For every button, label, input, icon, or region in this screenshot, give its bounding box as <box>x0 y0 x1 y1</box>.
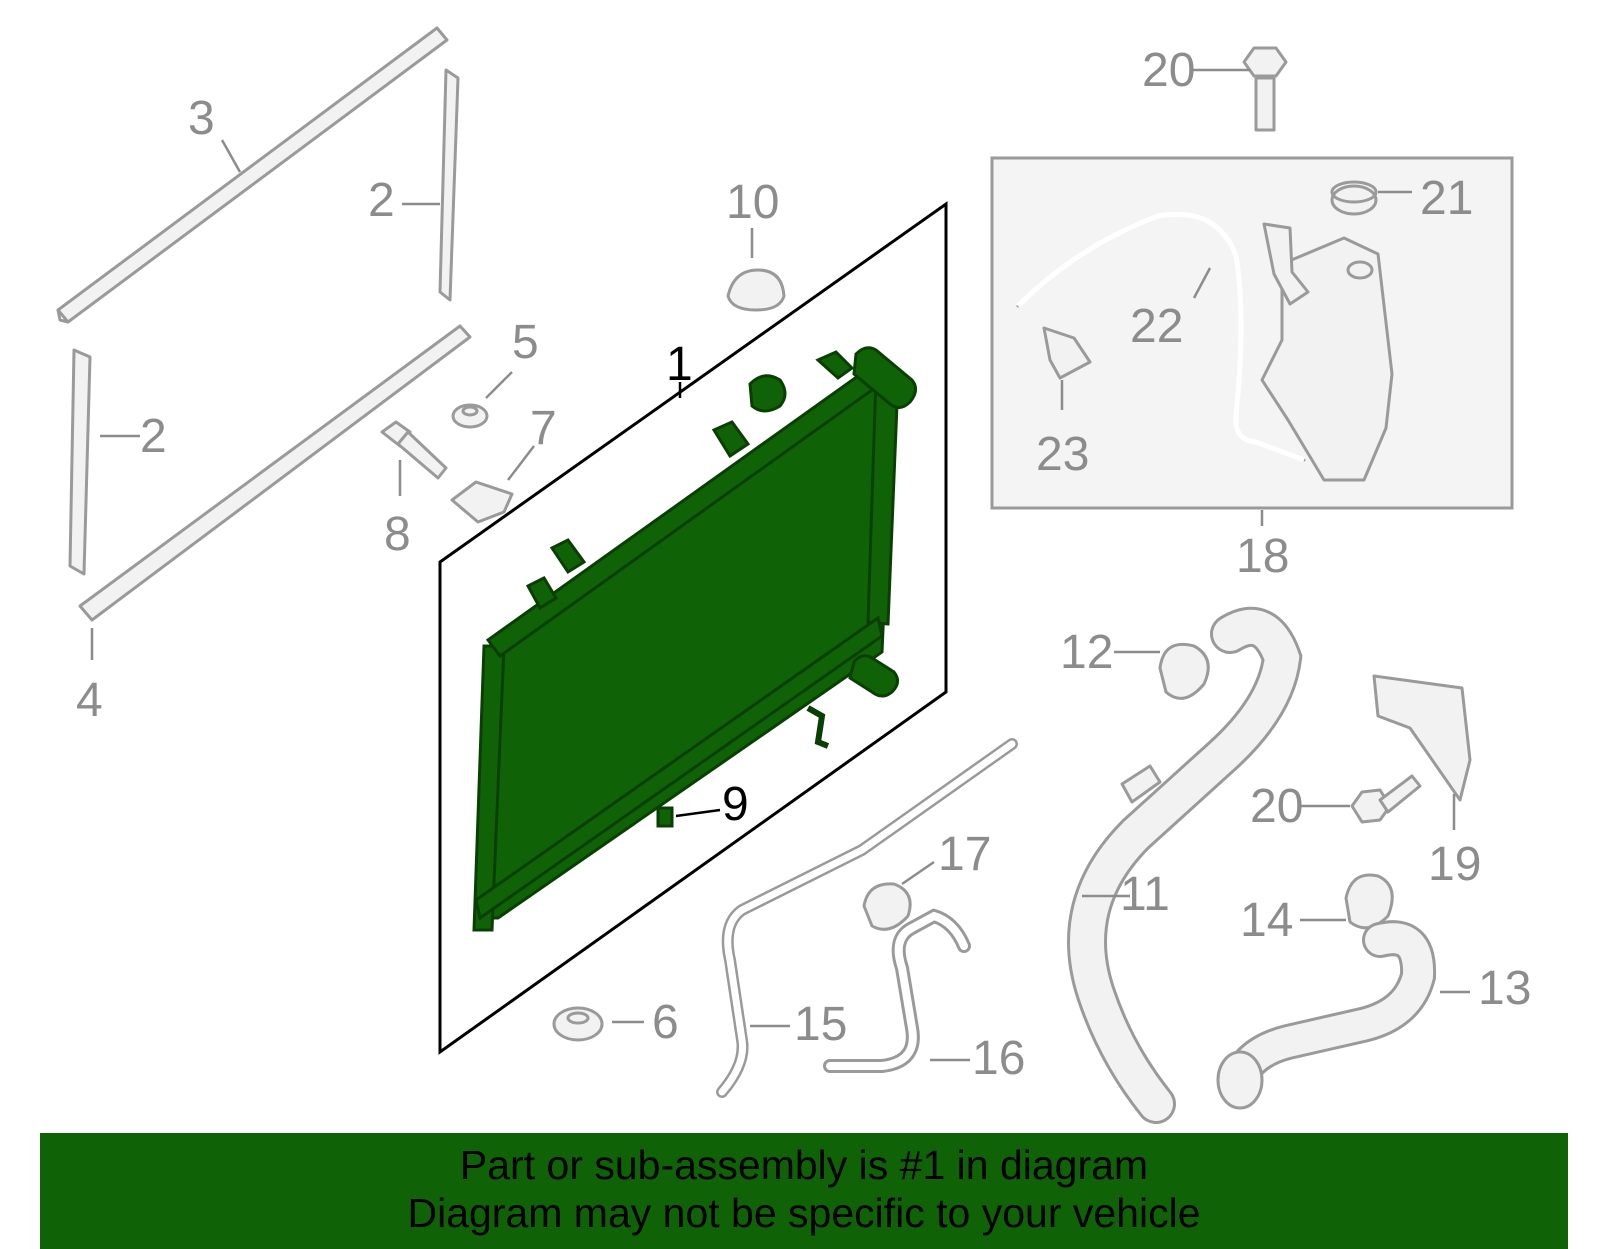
part-3-seal-strip[interactable] <box>56 26 449 324</box>
callout-1: 1 <box>666 338 693 391</box>
callout-12: 12 <box>1060 626 1113 679</box>
callout-7: 7 <box>530 402 557 455</box>
part-2-seal-strip-left[interactable] <box>68 348 92 576</box>
part-11-upper-hose[interactable] <box>1067 606 1303 1124</box>
callout-22: 22 <box>1130 300 1183 353</box>
callout-11: 11 <box>1120 868 1170 921</box>
part-13-lower-hose[interactable] <box>1216 920 1437 1110</box>
callout-3: 3 <box>188 92 215 145</box>
banner-line-1: Part or sub-assembly is #1 in diagram <box>459 1142 1149 1188</box>
callout-21: 21 <box>1420 172 1473 225</box>
banner-line-2: Diagram may not be specific to your vehi… <box>407 1190 1201 1236</box>
part-17-hose-clamp[interactable] <box>862 882 912 931</box>
callout-10: 10 <box>726 176 779 229</box>
part-14-hose-clamp[interactable] <box>1344 873 1394 930</box>
callout-6: 6 <box>652 996 679 1049</box>
callout-20-top: 20 <box>1142 44 1195 97</box>
callout-23: 23 <box>1036 428 1089 481</box>
part-7-bracket[interactable] <box>450 480 514 524</box>
part-4-seal-strip-lower[interactable] <box>78 324 472 622</box>
callout-16: 16 <box>972 1032 1025 1085</box>
callout-labels: 1 2 2 3 4 5 6 7 8 9 10 11 12 13 14 15 16… <box>76 44 1531 1085</box>
callout-18: 18 <box>1236 530 1289 583</box>
callout-14: 14 <box>1240 894 1293 947</box>
callout-9: 9 <box>722 778 749 831</box>
callout-2-left: 2 <box>140 410 167 463</box>
part-8-bolt[interactable] <box>380 420 448 480</box>
part-12-hose-clamp[interactable] <box>1158 642 1210 700</box>
part-16-hose[interactable] <box>823 908 971 1073</box>
part-18-reservoir-group[interactable] <box>990 156 1514 510</box>
part-5-grommet[interactable] <box>451 403 489 429</box>
callout-20-lower: 20 <box>1250 780 1303 833</box>
part-20-bolt-lower[interactable] <box>1350 774 1422 824</box>
part-1-radiator-assembly[interactable] <box>438 201 948 1055</box>
callout-2-upper: 2 <box>368 174 395 227</box>
notice-banner: Part or sub-assembly is #1 in diagram Di… <box>40 1133 1568 1249</box>
part-20-bolt-top[interactable] <box>1242 46 1288 132</box>
callout-8: 8 <box>384 508 411 561</box>
callout-5: 5 <box>512 316 539 369</box>
callout-4: 4 <box>76 674 103 727</box>
leader-lines <box>90 68 1470 1062</box>
callout-17: 17 <box>938 828 991 881</box>
part-19-bracket[interactable] <box>1372 674 1472 802</box>
part-10-seal[interactable] <box>726 268 786 312</box>
part-2-seal-strip-right[interactable] <box>438 68 460 302</box>
callout-19: 19 <box>1428 838 1481 891</box>
callout-13: 13 <box>1478 962 1531 1015</box>
callout-15: 15 <box>794 998 847 1051</box>
part-6-grommet[interactable] <box>552 1006 604 1042</box>
part-15-hose[interactable] <box>716 738 1018 1098</box>
